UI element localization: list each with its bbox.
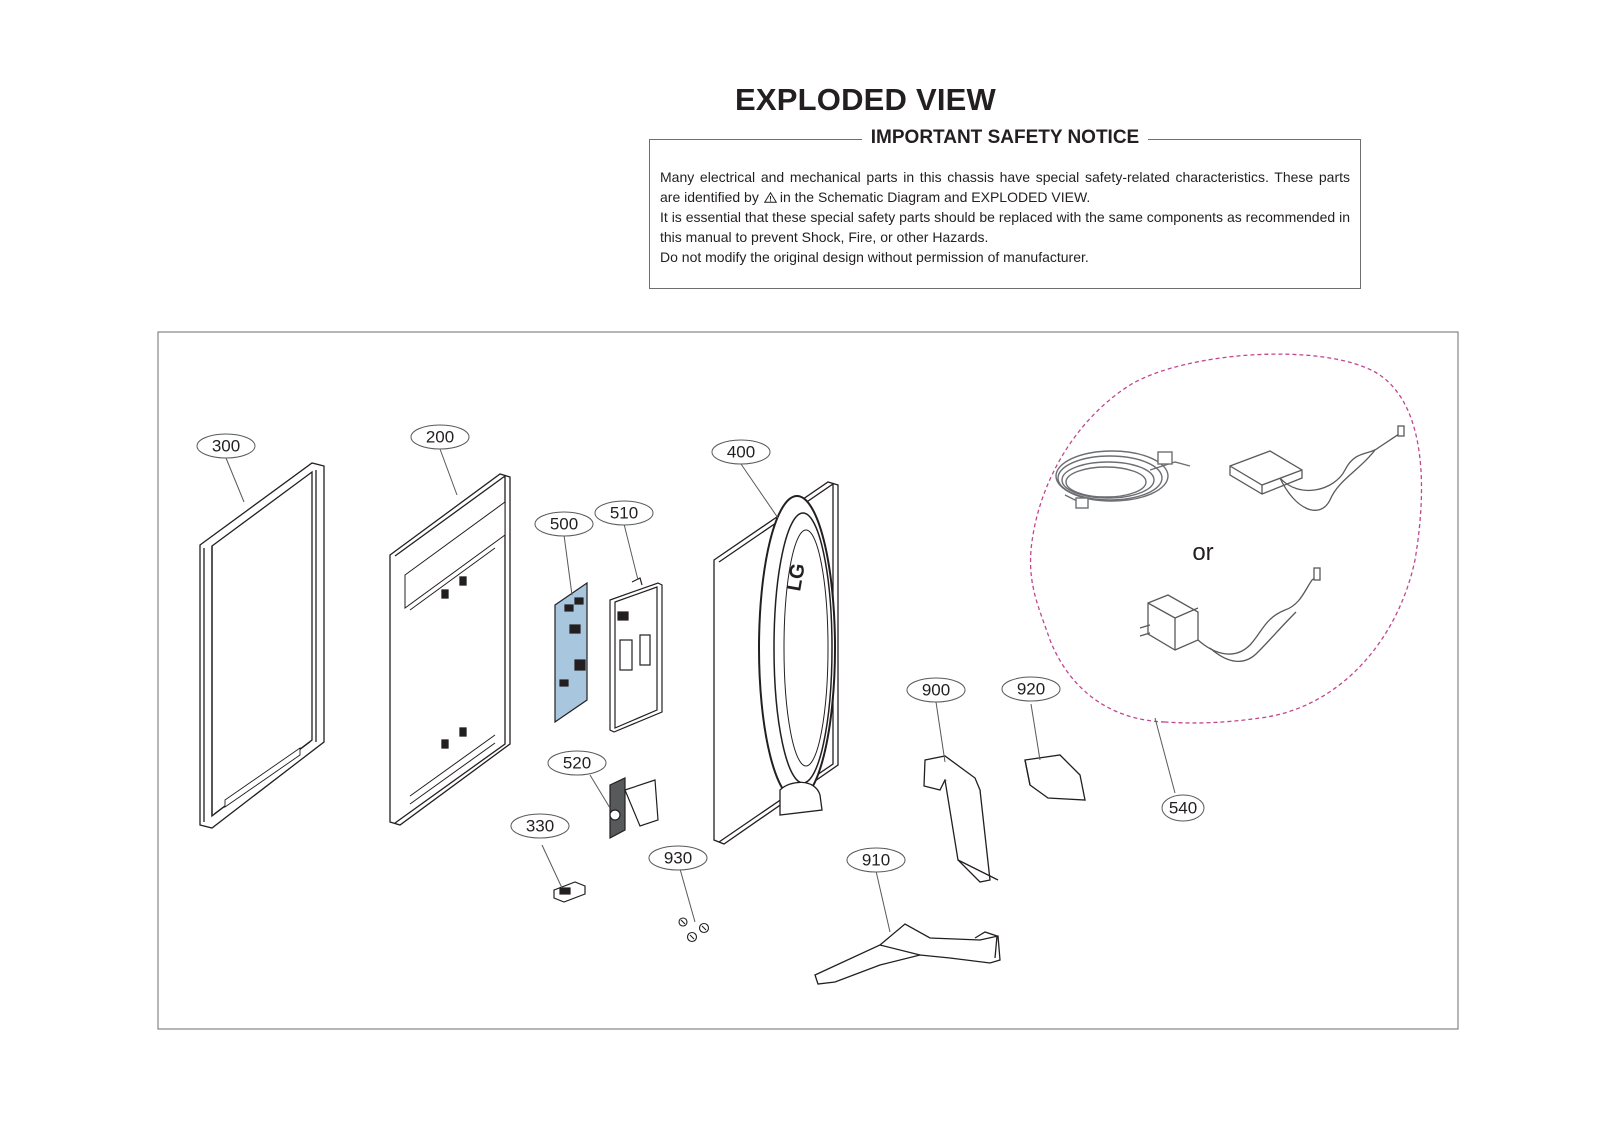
or-label: or [1192,539,1213,566]
safety-notice-body: Many electrical and mechanical parts in … [660,167,1350,267]
callout-330: 330 [510,813,570,839]
callout-330-label: 330 [526,817,554,836]
callout-300: 300 [196,433,256,459]
stand-neck-900-drawing [923,755,999,883]
callout-920-label: 920 [1017,680,1045,699]
callout-500: 500 [534,511,594,537]
wall-adapter-drawing [1139,567,1321,662]
safety-notice-para-1: Many electrical and mechanical parts in … [660,167,1350,207]
callout-300-label: 300 [212,437,240,456]
callout-910-label: 910 [862,851,890,870]
callout-520-label: 520 [563,754,591,773]
callout-540: 540 [1161,794,1205,822]
screws-930-drawing [678,917,710,943]
main-board-500-drawing [554,581,588,724]
callout-910: 910 [846,847,906,873]
svg-text:LG: LG [783,562,809,593]
callout-400: 400 [711,439,771,465]
safety-notice-line-3: Do not modify the original design withou… [660,249,1089,265]
callout-930: 930 [648,845,708,871]
stand-base-910-drawing [814,923,1001,985]
warning-triangle-icon [763,192,777,203]
callout-900-label: 900 [922,681,950,700]
stand-cover-920-drawing [1024,754,1086,801]
safety-notice-line-1: Many electrical and mechanical parts in … [660,169,1350,205]
safety-notice-box: IMPORTANT SAFETY NOTICE Many electrical … [649,127,1361,289]
shield-bracket-510-drawing [609,577,663,733]
page-title: EXPLODED VIEW [735,82,996,117]
callout-510: 510 [594,500,654,526]
callout-540-label: 540 [1169,799,1197,818]
back-cover-400-drawing: LG [713,481,839,845]
callout-200-label: 200 [426,428,454,447]
leader-lines [225,448,1176,933]
adapter-options-dashed-outline [1029,353,1423,724]
power-cord-drawing [1055,450,1191,509]
callout-500-label: 500 [550,515,578,534]
callout-930-label: 930 [664,849,692,868]
safety-notice-line-2: It is essential that these special safet… [660,209,1350,245]
brick-adapter-drawing [1229,425,1405,511]
callout-400-label: 400 [727,443,755,462]
callout-200: 200 [410,424,470,450]
callout-520: 520 [547,750,607,776]
callout-920: 920 [1001,676,1061,702]
callout-900: 900 [906,677,966,703]
callout-510-label: 510 [610,504,638,523]
rear-cover-200-drawing [389,473,511,826]
diagram-frame [157,331,1459,1030]
safety-notice-heading-wrap: IMPORTANT SAFETY NOTICE [650,127,1360,149]
safety-notice-heading: IMPORTANT SAFETY NOTICE [861,127,1149,148]
part-330-drawing [553,881,586,903]
jack-520-drawing [609,777,659,839]
safety-notice-line-1-tail: in the Schematic Diagram and EXPLODED VI… [779,189,1091,205]
front-bezel-300-drawing [199,462,325,829]
